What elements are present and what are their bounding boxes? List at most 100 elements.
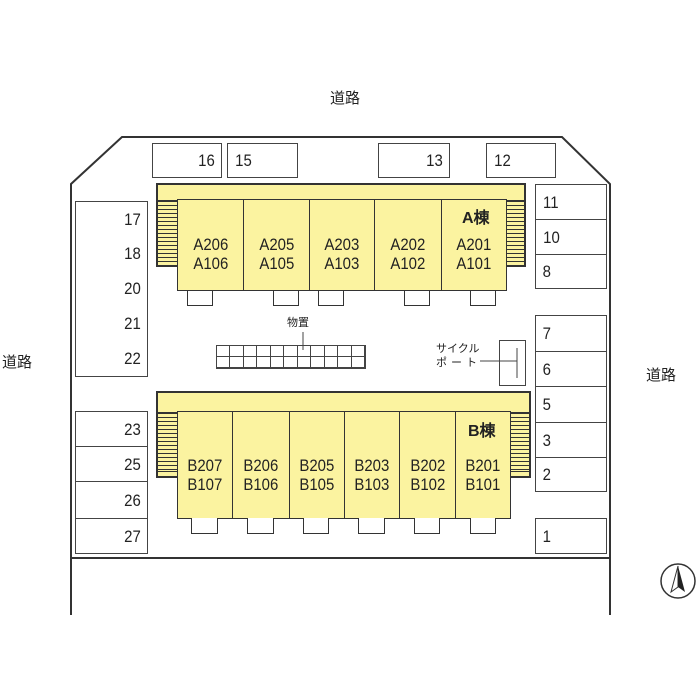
cycle-port-label-line2: ポート — [436, 357, 481, 369]
parking-space-12[interactable]: 12 — [486, 143, 556, 178]
unit-lower-number: B103 — [354, 475, 390, 494]
space-number: 11 — [543, 192, 559, 212]
building-b-label: B棟 — [468, 423, 496, 440]
unit-upper-number: A205 — [259, 235, 294, 254]
balcony — [404, 291, 430, 306]
parking-space-2[interactable]: 2 — [535, 457, 607, 492]
parking-space-6[interactable]: 6 — [535, 351, 607, 387]
parking-space-17[interactable]: 17 — [75, 201, 148, 237]
unit-upper-number: A203 — [324, 235, 360, 254]
parking-space-20[interactable]: 20 — [75, 271, 148, 307]
space-number: 16 — [198, 151, 215, 170]
space-number: 17 — [124, 209, 141, 229]
parking-space-5[interactable]: 5 — [535, 386, 607, 423]
unit-lower-number: A101 — [456, 254, 492, 273]
parking-space-27[interactable]: 27 — [75, 518, 148, 554]
balcony — [318, 291, 344, 306]
building-b-stairs-right — [511, 412, 529, 472]
unit-lower-number: B105 — [299, 475, 335, 494]
unit-upper-number: A206 — [193, 235, 228, 254]
space-number: 26 — [124, 490, 141, 510]
parking-space-13[interactable]: 13 — [378, 143, 450, 178]
parking-space-22[interactable]: 22 — [75, 341, 148, 377]
balcony — [273, 291, 299, 306]
storage-shed — [216, 345, 366, 369]
balcony — [187, 291, 213, 306]
balcony — [303, 518, 329, 534]
parking-space-8[interactable]: 8 — [535, 254, 607, 289]
unit-lower-number: A103 — [324, 254, 360, 273]
parking-space-15[interactable]: 15 — [227, 143, 298, 178]
space-number: 15 — [235, 151, 252, 170]
building-a-label: A棟 — [462, 210, 490, 227]
unit-lower-number: A105 — [259, 254, 294, 273]
space-number: 21 — [124, 314, 141, 333]
space-number: 20 — [124, 279, 141, 298]
parking-space-26[interactable]: 26 — [75, 481, 148, 519]
parking-space-7[interactable]: 7 — [535, 315, 607, 352]
unit-upper-number: B207 — [187, 456, 223, 475]
space-number: 7 — [542, 324, 551, 343]
cycle-port-label-line1: サイクル — [436, 343, 480, 355]
balcony — [191, 518, 218, 534]
unit-upper-number: B206 — [243, 456, 279, 475]
space-number: 13 — [426, 151, 443, 170]
road-label-right: 道路 — [646, 367, 677, 384]
parking-space-10[interactable]: 10 — [535, 219, 607, 255]
parking-space-1[interactable]: 1 — [535, 518, 607, 554]
unit-upper-number: A202 — [390, 235, 426, 254]
parking-space-25[interactable]: 25 — [75, 446, 148, 482]
road-label-top: 道路 — [330, 90, 361, 107]
unit-upper-number: B201 — [465, 456, 501, 475]
balcony — [414, 518, 440, 534]
unit-upper-number: A201 — [456, 235, 492, 254]
parking-space-3[interactable]: 3 — [535, 422, 607, 458]
building-a-stairs-left — [158, 200, 177, 262]
space-number: 2 — [542, 465, 551, 484]
balcony — [247, 518, 274, 534]
parking-space-23[interactable]: 23 — [75, 411, 148, 447]
parking-space-18[interactable]: 18 — [75, 236, 148, 272]
unit-upper-number: B202 — [410, 456, 445, 475]
building-a-stairs-right — [506, 200, 524, 262]
unit-lower-number: B102 — [410, 475, 445, 494]
space-number: 8 — [542, 262, 551, 281]
parking-space-16[interactable]: 16 — [152, 143, 222, 178]
space-number: 6 — [542, 359, 551, 379]
unit-lower-number: B106 — [243, 475, 279, 494]
unit-upper-number: B203 — [354, 456, 390, 475]
unit-lower-number: A106 — [193, 254, 228, 273]
unit-lower-number: B107 — [187, 475, 223, 494]
road-label-left: 道路 — [2, 354, 33, 371]
space-number: 10 — [543, 227, 560, 247]
balcony — [470, 518, 496, 534]
north-arrow-icon — [660, 563, 696, 599]
space-number: 23 — [124, 419, 141, 439]
balcony — [470, 291, 496, 306]
building-b-stairs-left — [158, 412, 177, 472]
unit-lower-number: B101 — [465, 475, 501, 494]
parking-space-21[interactable]: 21 — [75, 306, 148, 342]
space-number: 1 — [542, 526, 551, 546]
space-number: 22 — [124, 349, 141, 368]
balcony — [358, 518, 385, 534]
space-number: 12 — [494, 151, 511, 170]
space-number: 5 — [542, 395, 551, 414]
unit-upper-number: B205 — [299, 456, 335, 475]
space-number: 18 — [124, 244, 141, 263]
space-number: 25 — [124, 454, 141, 474]
parking-space-11[interactable]: 11 — [535, 184, 607, 220]
storage-label: 物置 — [287, 317, 309, 329]
